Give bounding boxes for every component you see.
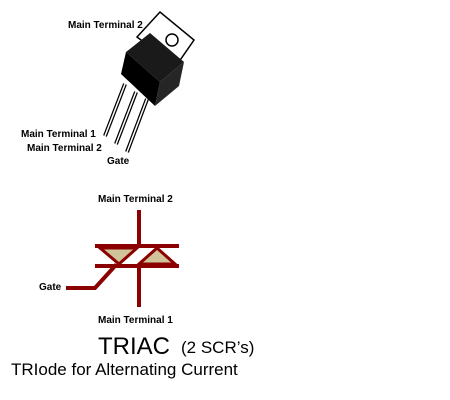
caption-subtitle: (2 SCR’s) xyxy=(181,338,255,357)
package-lead-gate-highlight xyxy=(126,98,148,153)
symbol-diode-right xyxy=(135,245,179,266)
package-pin-label-gate: Gate xyxy=(107,156,130,167)
symbol-mt2-label: Main Terminal 2 xyxy=(98,194,173,205)
package-top-label: Main Terminal 2 xyxy=(68,20,143,31)
package-lead-mt2-highlight xyxy=(115,91,137,145)
package-lead-mt1-highlight xyxy=(104,83,126,137)
symbol-gate-lead xyxy=(66,263,118,290)
package-body-side xyxy=(155,62,184,106)
symbol-gate-label: Gate xyxy=(39,282,62,293)
package-pin-label-mt2: Main Terminal 2 xyxy=(27,143,102,154)
package-pin-label-mt1: Main Terminal 1 xyxy=(21,129,96,140)
package-body-top xyxy=(126,33,184,82)
caption-title: TRIAC xyxy=(98,333,170,360)
symbol-diode-left xyxy=(95,246,141,266)
symbol-mt1-label: Main Terminal 1 xyxy=(98,315,173,326)
caption-expansion: TRIode for Alternating Current xyxy=(11,360,238,379)
package-mounting-hole xyxy=(165,33,179,47)
package-body-front xyxy=(121,52,160,106)
